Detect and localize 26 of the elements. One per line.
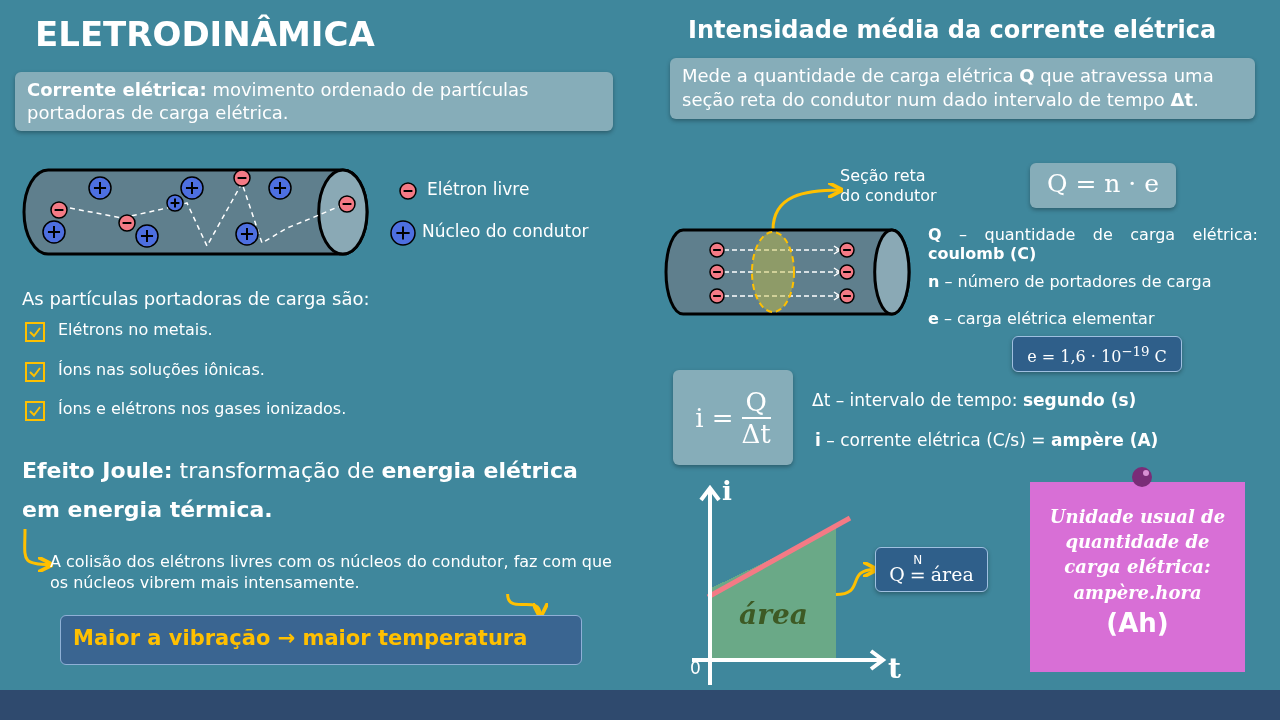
list-item: Íons e elétrons nos gases ionizados.: [58, 399, 347, 418]
text: As partículas portadoras de carga são:: [22, 288, 370, 309]
text: n – número de portadores de carga: [928, 272, 1212, 291]
formula-box: Q N = área: [875, 547, 988, 592]
sticky-note: Unidade usual de quantidade de carga elétrica: ampère.hora (Ah): [1030, 482, 1245, 672]
text: Δt – intervalo de tempo: segundo (s): [812, 390, 1137, 410]
legend-text: Elétron livre: [427, 179, 530, 199]
section-heading: Intensidade média da corrente elétrica: [688, 16, 1217, 44]
axis-label: t: [888, 652, 901, 685]
text: A colisão dos elétrons livres com os núcleos do condutor, faz com que os núcleos vibrem mais intensamente.: [50, 552, 622, 594]
text: Seção reta do condutor: [840, 166, 950, 206]
title: ELETRODINÂMICA: [35, 14, 375, 54]
arrow: [771, 180, 845, 231]
formula-box: Q = n · e: [1030, 163, 1176, 208]
definition-card: Mede a quantidade de carga elétrica Q que atravessa uma seção reta do condutor num dado intervalo de tempo Δt.: [670, 58, 1255, 119]
definition-card: Corrente elétrica: movimento ordenado de partículas portadoras de carga elétrica.: [15, 72, 613, 131]
axis-label: i: [722, 476, 732, 506]
highlight-box: Maior a vibração → maior temperatura: [60, 615, 582, 665]
shaded-area: área: [711, 528, 836, 661]
legend-text: Núcleo do condutor: [422, 221, 589, 241]
text: i – corrente elétrica (C/s) = ampère (A): [815, 430, 1159, 450]
list-item: Elétrons no metais.: [58, 320, 213, 339]
list-item: Íons nas soluções iônicas.: [58, 360, 265, 379]
text: Efeito Joule: transformação de energia elétrica em energia térmica.: [22, 452, 622, 529]
text: Q – quantidade de carga elétrica: coulomb (C): [928, 225, 1258, 263]
formula-box: e = 1,6 · 10$^{−19}$ C: [1012, 336, 1182, 372]
